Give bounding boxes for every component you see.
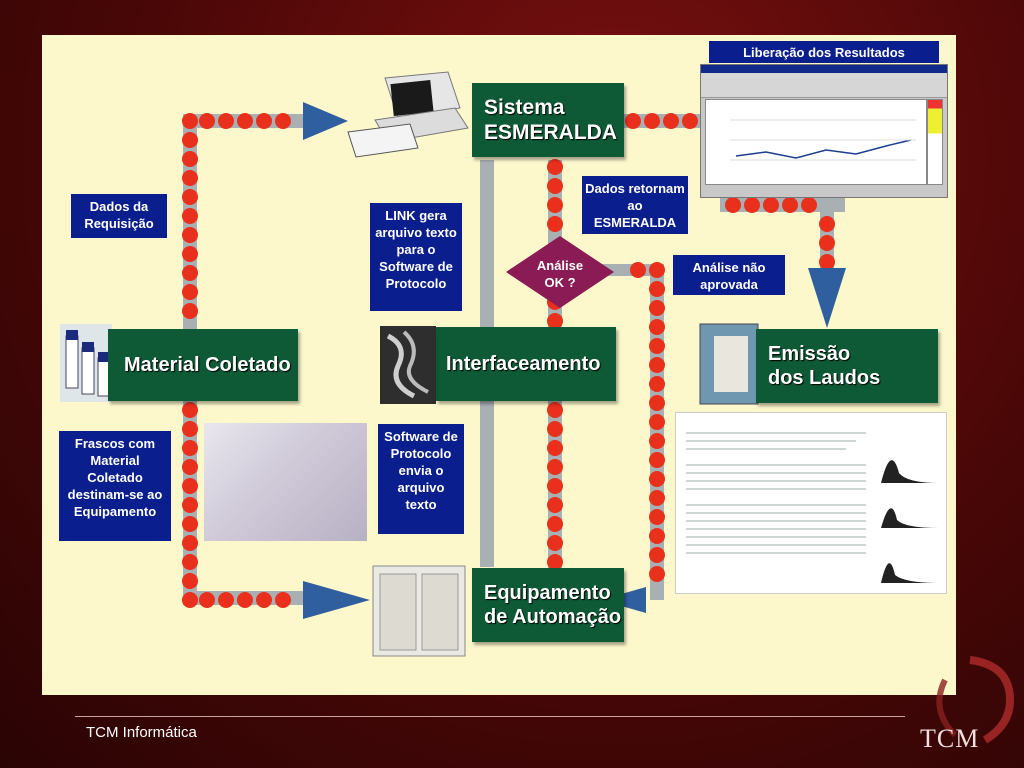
node-equip-line2: de Automação	[484, 606, 622, 628]
decision-label: Análise OK ?	[536, 258, 584, 290]
label-dados-retornam: Dados retornam ao ESMERALDA	[582, 176, 688, 234]
node-sistema-line1: Sistema	[484, 96, 565, 119]
node-equip-line1: Equipamento	[484, 582, 611, 604]
flow-dots	[182, 113, 835, 608]
computer-icon	[347, 71, 469, 158]
vials-icon	[60, 324, 112, 402]
label-analise-nao-aprovada: Análise não aprovada	[673, 255, 785, 295]
label-software-protocolo: Software de Protocolo envia o arquivo te…	[378, 424, 464, 534]
cables-icon	[380, 326, 436, 404]
label-link-gera-arquivo: LINK gera arquivo texto para o Software …	[370, 203, 462, 311]
lab-hands-photo	[204, 423, 367, 541]
node-emissao-line1: Emissão	[768, 343, 851, 365]
footer-company: TCM Informática	[86, 724, 197, 741]
node-material-label: Material Coletado	[124, 353, 291, 376]
node-sistema-esmeralda: Sistema ESMERALDA	[472, 83, 624, 157]
esmeralda-screenshot	[700, 64, 948, 198]
decision-diamond	[506, 236, 614, 308]
screenshot-mini-chart	[730, 119, 916, 161]
binder-icon	[699, 323, 759, 405]
equipment-icon	[372, 565, 466, 657]
label-dados-requisicao: Dados da Requisição	[71, 194, 167, 238]
laudo-report-illustration	[675, 412, 947, 594]
node-equipamento-automacao: Equipamento de Automação	[472, 568, 624, 642]
label-frascos-material: Frascos com Material Coletado destinam-s…	[59, 431, 171, 541]
node-emissao-line2: dos Laudos	[768, 367, 881, 389]
node-material-coletado: Material Coletado	[108, 329, 298, 401]
node-emissao-laudos: Emissão dos Laudos	[756, 329, 938, 403]
node-interface-label: Interfaceamento	[446, 352, 601, 375]
node-interfaceamento: Interfaceamento	[436, 327, 616, 401]
label-liberacao-resultados: Liberação dos Resultados	[709, 41, 939, 63]
tcm-logo-text: TCM	[920, 724, 980, 753]
node-sistema-line2: ESMERALDA	[484, 121, 618, 144]
tcm-logo-swirl	[936, 656, 1015, 744]
footer-divider	[75, 716, 905, 717]
report-lines	[686, 432, 939, 583]
